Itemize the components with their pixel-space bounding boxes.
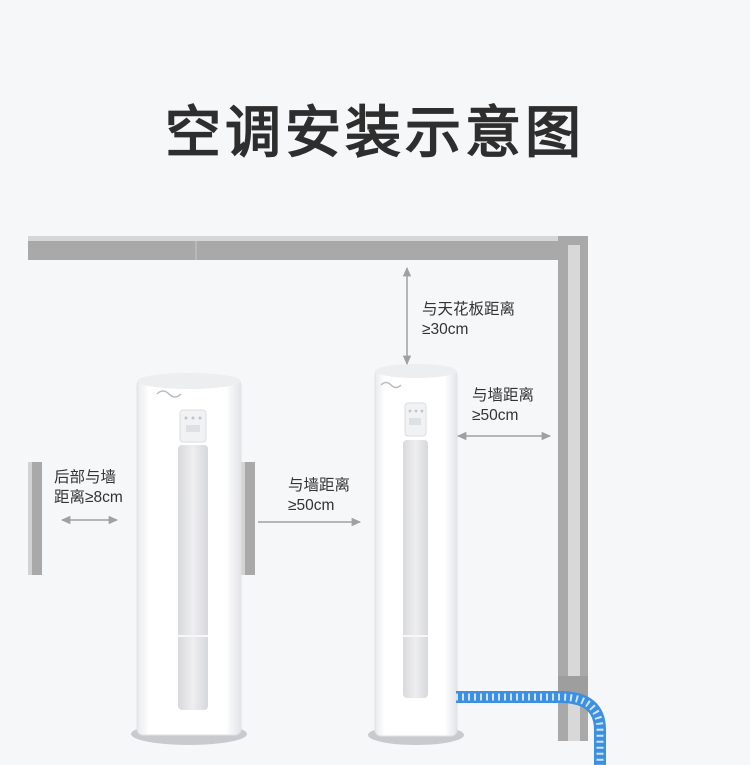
ac-unit-right [368,364,464,745]
brand-logo-icon [156,390,182,398]
ceiling-label-line1: 与天花板距离 [422,301,516,318]
side-wall-segment [241,462,255,575]
rear-wall-segment [28,462,42,575]
rear-wall-label-line1: 后部与墙 [54,469,117,486]
side-wall-label-right-line2: ≥50cm [472,407,519,424]
side-wall-label-middle-line1: 与墙距离 [288,477,351,494]
side-wall-label-middle-line2: ≥50cm [288,497,335,514]
page-title: 空调安装示意图 [165,101,585,164]
control-buttons-icon [404,402,427,437]
ceiling-label-line2: ≥30cm [422,321,469,338]
side-wall-label-middle: 与墙距离 ≥50cm [288,476,350,516]
ceiling-label: 与天花板距离 ≥30cm [422,300,515,340]
rear-wall-label-line2: 距离≥8cm [54,489,123,506]
brand-logo-icon [380,381,402,389]
ac-unit-left [131,373,247,745]
drain-pipe [456,691,606,765]
ceiling-wall [28,236,588,260]
side-wall-label-right: 与墙距离 ≥50cm [472,386,534,426]
control-buttons-icon [179,409,207,443]
right-wall [558,236,588,741]
rear-wall-label: 后部与墙 距离≥8cm [54,468,123,508]
side-wall-label-right-line1: 与墙距离 [472,387,535,404]
